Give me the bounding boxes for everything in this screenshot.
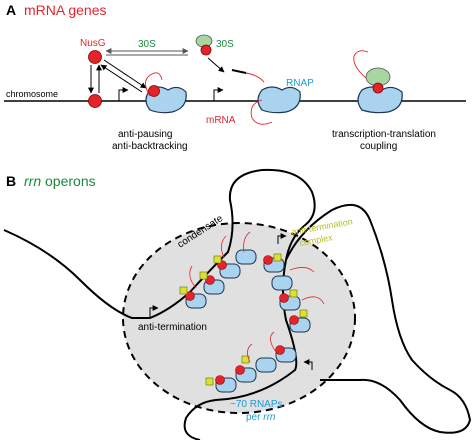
panel-b-title-italic: rrn bbox=[24, 173, 41, 189]
promoter-arrow-arm-2 bbox=[277, 233, 287, 244]
rnap-label: RNAP bbox=[286, 78, 314, 89]
rnap-group-arm-3 bbox=[205, 331, 297, 393]
panel-b-title-rest: operons bbox=[41, 173, 95, 189]
nusg-free bbox=[88, 50, 102, 64]
rnap-2 bbox=[257, 86, 301, 114]
promoter-arrow-arm-3 bbox=[303, 359, 313, 370]
promoter-arrow-1 bbox=[118, 87, 129, 101]
arrow-30s-down bbox=[207, 57, 225, 73]
mrna-small-strand bbox=[233, 69, 265, 83]
rnap-3-rna bbox=[353, 50, 369, 79]
caption-1-line2: anti-backtracking bbox=[112, 141, 188, 152]
mrna-black-segment bbox=[231, 69, 247, 74]
panel-b-letter: B bbox=[6, 173, 16, 189]
promoter-arrow-2 bbox=[213, 87, 224, 101]
rnap-group-arm-2 bbox=[263, 253, 325, 333]
arrow-nusg-to-rnap bbox=[103, 59, 147, 89]
nusg-bound-30s bbox=[200, 44, 212, 56]
caption-1-line1: anti-pausing bbox=[118, 129, 172, 140]
nusg-coupling bbox=[372, 82, 384, 94]
nusg-label: NusG bbox=[80, 38, 106, 49]
rnap-2-rna bbox=[250, 99, 273, 125]
panel-a-letter: A bbox=[6, 2, 16, 18]
mrna-label: mRNA bbox=[206, 115, 236, 126]
caption-2-line1: transcription-translation bbox=[332, 129, 436, 140]
arrow-rnap-to-nusg bbox=[100, 64, 143, 93]
rnaps-count-line2: per rrn bbox=[246, 412, 276, 423]
nusg-on-rnap-1 bbox=[148, 85, 160, 97]
caption-2-line2: coupling bbox=[360, 141, 397, 152]
rnaps-count-line1: ~70 RNAPs bbox=[230, 399, 283, 410]
rnaps-count-line2-italic: rrn bbox=[263, 412, 276, 423]
rnap-1-rna bbox=[145, 72, 163, 97]
rnaps-count-line2-prefix: per bbox=[246, 412, 263, 423]
ribosome-30s-label-2: 30S bbox=[216, 39, 234, 50]
antitermination-label: anti-termination bbox=[138, 322, 207, 333]
panel-a-title: mRNA genes bbox=[24, 2, 106, 18]
panel-b-title: rrn operons bbox=[24, 173, 96, 189]
rnap-group-arm-1 bbox=[179, 231, 257, 309]
ribosome-30s-label-1: 30S bbox=[138, 39, 156, 50]
chromosome-label: chromosome bbox=[6, 89, 58, 99]
nusg-on-chromosome bbox=[88, 94, 102, 108]
promoter-arrow-arm-1 bbox=[149, 305, 159, 318]
